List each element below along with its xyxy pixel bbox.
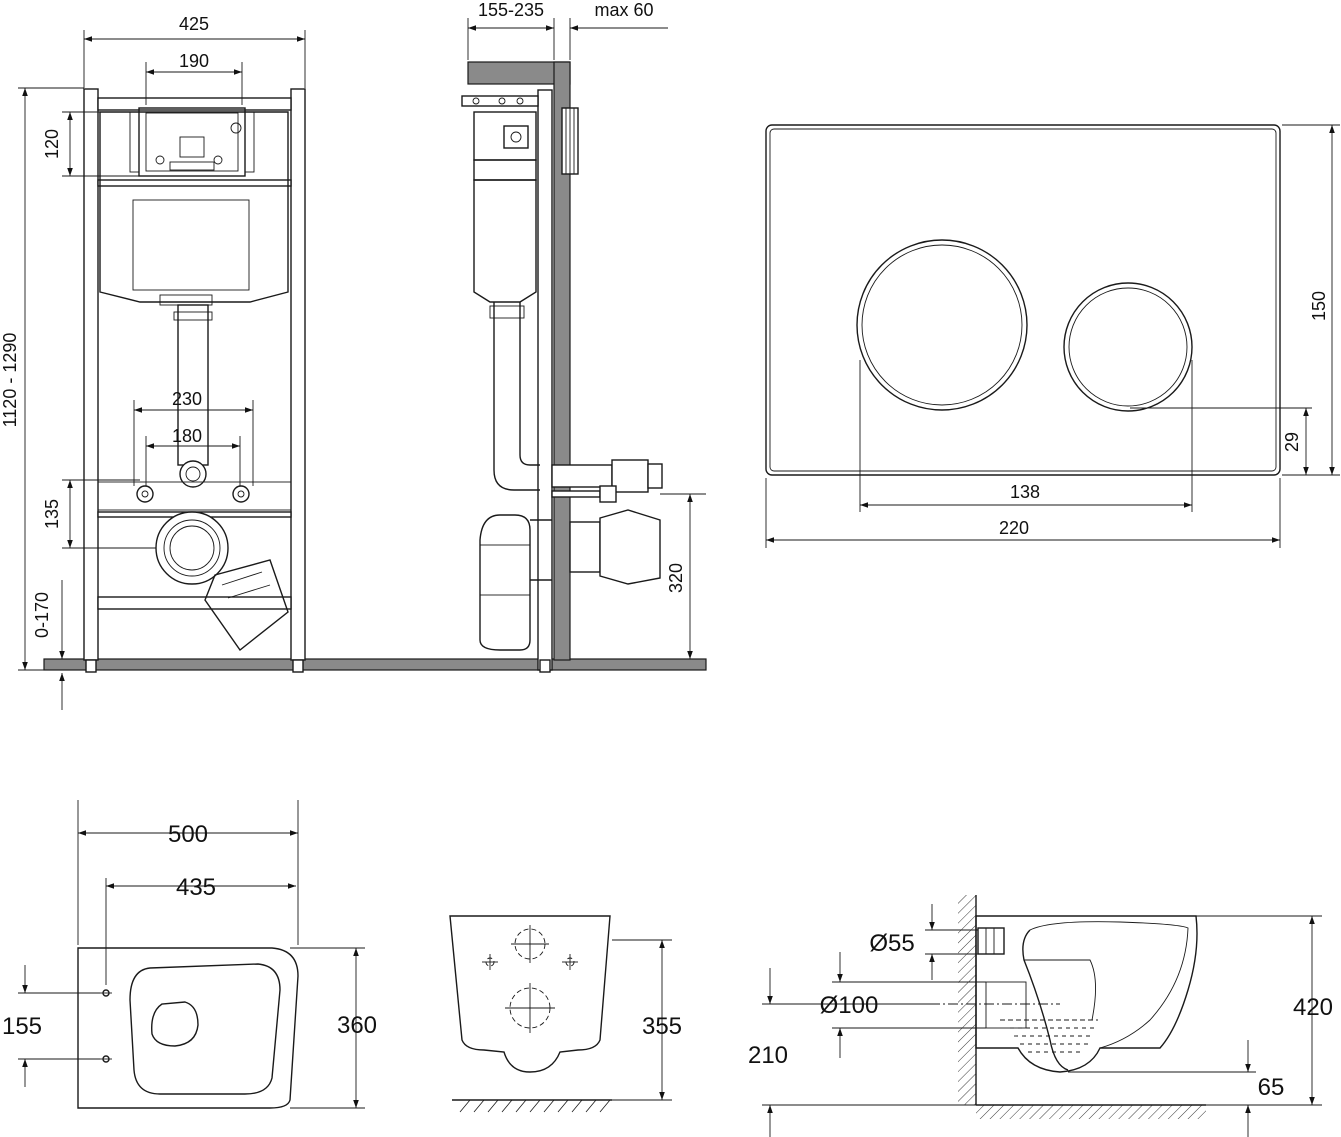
- toilet-top-view: [18, 800, 365, 1109]
- dim-150-label: 150: [1309, 291, 1329, 321]
- toilet-back-view: [449, 915, 672, 1113]
- dim-220-label: 220: [999, 518, 1029, 538]
- dim-0-170-label: 0-170: [32, 592, 52, 638]
- wall-section: [553, 61, 571, 661]
- frame-left-upright: [83, 88, 99, 661]
- floor-slab: [43, 658, 707, 671]
- dim-155-label: 155: [2, 1013, 42, 1040]
- dim-max-wall-label: max 60: [594, 0, 653, 20]
- flush-button-large: [856, 239, 1028, 411]
- cistern-body: [99, 111, 289, 303]
- dim-320-label: 320: [666, 563, 686, 593]
- dim-138-label: 138: [1010, 482, 1040, 502]
- dim-360-label: 360: [337, 1012, 377, 1039]
- dim-frame-height-label: 1120 - 1290: [0, 333, 20, 428]
- dim-120-label: 120: [42, 129, 62, 159]
- dim-355-label: 355: [642, 1013, 682, 1040]
- dim-435-label: 435: [176, 874, 216, 901]
- installation-front-view: [18, 30, 707, 710]
- flush-plate-view: [765, 124, 1340, 548]
- button-frame: [138, 107, 246, 177]
- dim-500-label: 500: [168, 821, 208, 848]
- toilet-back-outline: [449, 915, 611, 1073]
- dim-180-label: 180: [172, 426, 202, 446]
- flush-plate-outline: [765, 124, 1281, 476]
- wall-hatch: [958, 895, 976, 1105]
- outlet-pipe: [155, 511, 229, 585]
- dim-135-label: 135: [42, 499, 62, 529]
- installation-side-view: [461, 18, 706, 673]
- dim-210-label: 210: [748, 1042, 788, 1069]
- flush-button-small: [1063, 282, 1193, 412]
- dim-inlet-diameter-label: Ø55: [869, 930, 914, 957]
- dim-depth-label: 155-235: [478, 0, 544, 20]
- dim-outlet-diameter-label: Ø100: [820, 992, 879, 1019]
- dim-29-label: 29: [1282, 432, 1302, 452]
- toilet-top-outline: [77, 947, 299, 1109]
- frame-right-upright: [290, 88, 306, 661]
- dim-425-label: 425: [179, 14, 209, 34]
- dim-190-label: 190: [179, 51, 209, 71]
- toilet-side-outline: [975, 915, 1198, 1073]
- dim-230-label: 230: [172, 389, 202, 409]
- toilet-side-view: [762, 895, 1322, 1137]
- dim-420-label: 420: [1293, 994, 1333, 1021]
- dim-65-label: 65: [1258, 1074, 1285, 1101]
